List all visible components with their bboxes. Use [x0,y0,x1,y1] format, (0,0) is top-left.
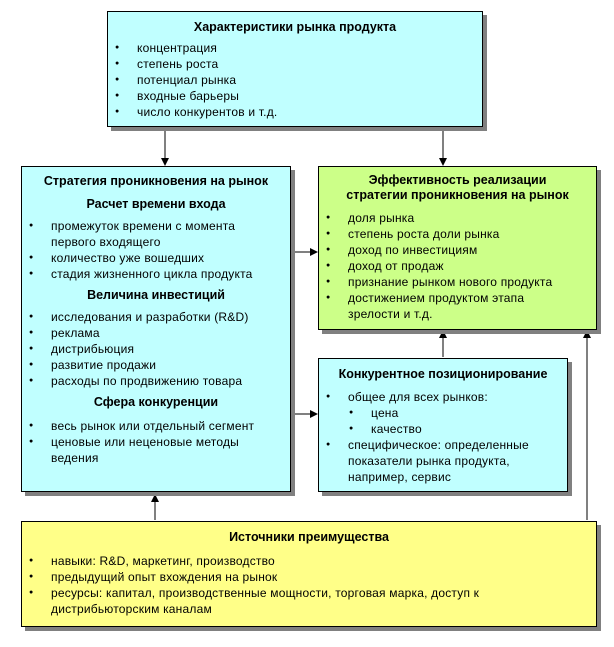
list-item: число конкурентов и т.д. [108,104,482,120]
list-item: признание рынком нового продукта [319,274,596,290]
competitive-positioning-box: Конкурентное позиционирование общее для … [318,358,568,492]
investment-title: Величина инвестиций [87,288,225,302]
competition-scope-title: Сфера конкуренции [93,395,219,409]
list-item: предыдущий опыт вхождения на рынок [22,569,596,585]
list-item: концентрация [108,40,482,56]
advantage-sources-box: Источники преимущества навыки: R&D, марк… [21,521,597,627]
list-item: исследования и разработки (R&D) [22,309,290,325]
list-item: качество [319,421,567,437]
list-item: потенциал рынка [108,72,482,88]
list-item: расходы по продвижению товара [22,373,290,389]
list-item: дистрибьюция [22,341,290,357]
list-item: доход от продаж [319,258,596,274]
list-item: весь рынок или отдельный сегмент [22,418,290,434]
effectiveness-list: доля рынка степень роста доли рынка дохо… [319,210,596,322]
list-item: специфическое: определенные показатели р… [319,437,543,485]
list-item: ресурсы: капитал, производственные мощно… [22,585,491,617]
effectiveness-box: Эффективность реализации стратегии прони… [318,166,597,330]
list-item: развитие продажи [22,357,290,373]
market-characteristics-list: концентрация степень роста потенциал рын… [108,40,482,120]
timing-title: Расчет времени входа [86,197,226,211]
list-item: степень роста [108,56,482,72]
list-item: стадия жизненного цикла продукта [22,266,290,282]
entry-strategy-box: Стратегия проникновения на рынок Расчет … [21,166,291,492]
list-item: достижением продуктом этапа зрелости и т… [319,290,548,322]
list-item: входные барьеры [108,88,482,104]
list-item: навыки: R&D, маркетинг, производство [22,553,596,569]
timing-list: промежуток времени с момента первого вхо… [22,218,290,282]
investment-list: исследования и разработки (R&D) реклама … [22,309,290,389]
competitive-positioning-title: Конкурентное позиционирование [338,367,548,381]
list-item: степень роста доли рынка [319,226,596,242]
market-characteristics-box: Характеристики рынка продукта концентрац… [107,11,483,127]
advantage-sources-title: Источники преимущества [229,530,389,544]
list-item: реклама [22,325,290,341]
list-item: промежуток времени с момента первого вхо… [22,218,261,250]
list-item: общее для всех рынков: [319,389,567,405]
advantage-sources-list: навыки: R&D, маркетинг, производство пре… [22,553,596,617]
effectiveness-title: Эффективность реализации стратегии прони… [346,173,569,202]
list-item: ценовые или неценовые методы ведения [22,434,261,466]
competitive-positioning-list: общее для всех рынков: цена качество спе… [319,389,567,485]
list-item: доля рынка [319,210,596,226]
entry-strategy-title: Стратегия проникновения на рынок [43,174,269,188]
list-item: количество уже вошедших [22,250,290,266]
list-item: цена [319,405,567,421]
competition-scope-list: весь рынок или отдельный сегмент ценовые… [22,418,290,466]
market-characteristics-title: Характеристики рынка продукта [193,20,397,34]
list-item: доход по инвестициям [319,242,596,258]
